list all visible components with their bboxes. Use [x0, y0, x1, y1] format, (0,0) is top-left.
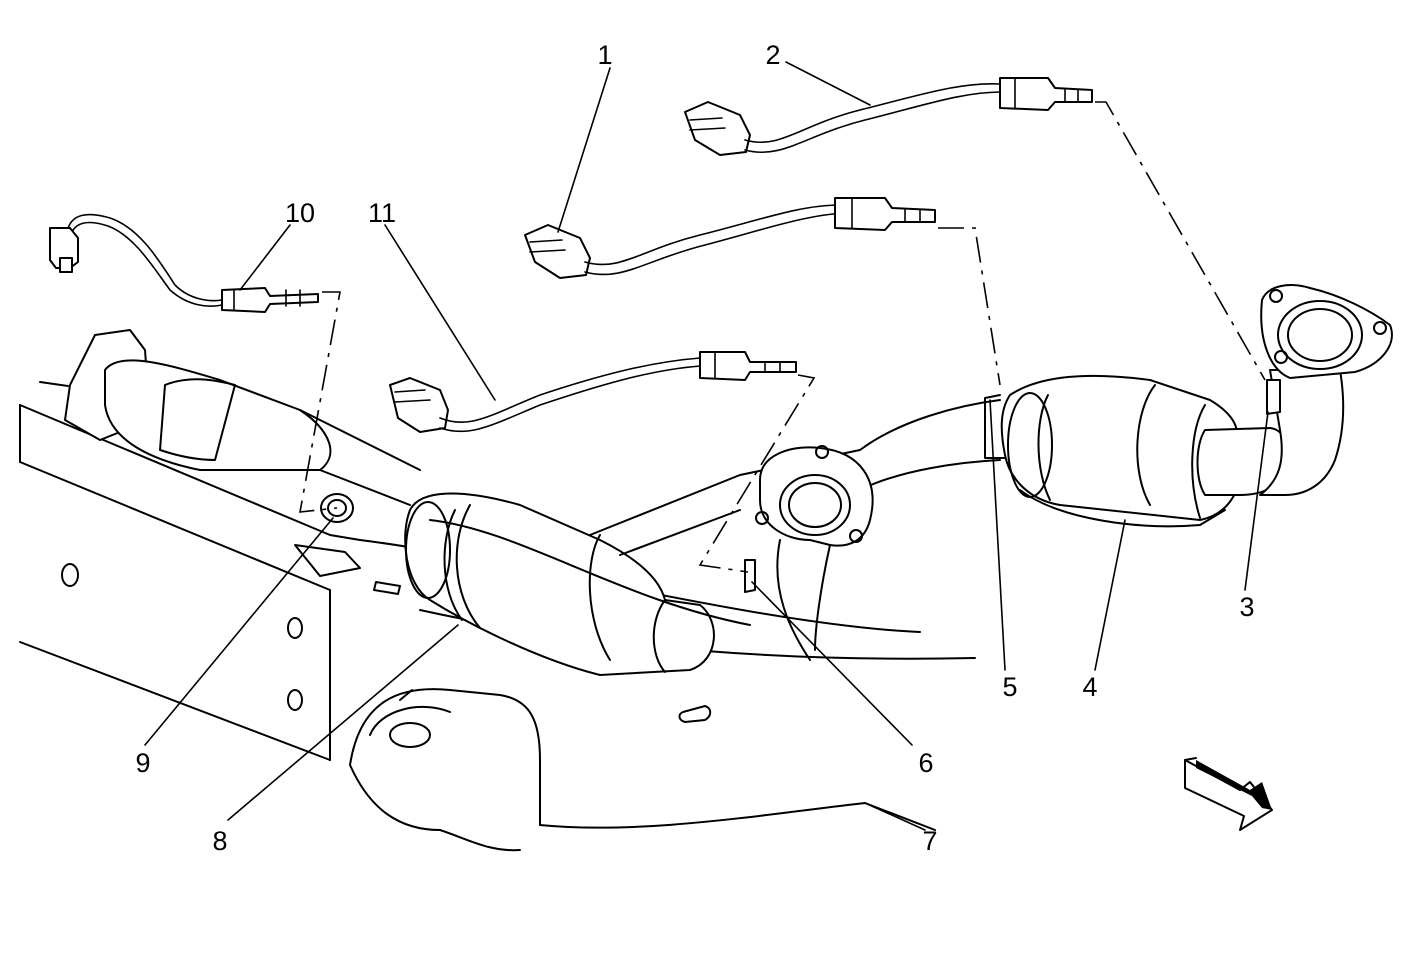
left-catalytic-converter	[404, 492, 751, 676]
callout-5: 5	[1002, 672, 1017, 702]
oxygen-sensor-1	[524, 197, 936, 279]
left-exhaust-pipe	[39, 329, 421, 506]
callout-6: 6	[918, 748, 933, 778]
oxygen-sensor-2	[684, 77, 1093, 156]
front-direction-arrow	[1184, 757, 1273, 831]
right-catalytic-converter	[984, 374, 1241, 528]
center-pipe-flange	[744, 445, 874, 661]
callout-10: 10	[285, 198, 315, 228]
callout-8: 8	[212, 826, 227, 856]
callout-7: 7	[922, 826, 937, 856]
vehicle-frame-rail	[19, 404, 401, 761]
installation-lines	[299, 101, 1266, 573]
callout-2: 2	[765, 40, 780, 70]
callout-labels: 1 2 3 4 5 6 7 8 9 10 11	[135, 40, 1254, 856]
oxygen-sensor-10	[49, 213, 319, 313]
callout-11: 11	[368, 198, 396, 228]
oxygen-sensor-11	[389, 351, 797, 433]
callout-3: 3	[1239, 592, 1254, 622]
right-flange	[1260, 284, 1393, 379]
sensor-boss-right	[1266, 379, 1281, 415]
callout-1: 1	[597, 40, 612, 70]
leader-lines	[144, 61, 1269, 831]
callout-4: 4	[1082, 672, 1097, 702]
callout-9: 9	[135, 748, 150, 778]
